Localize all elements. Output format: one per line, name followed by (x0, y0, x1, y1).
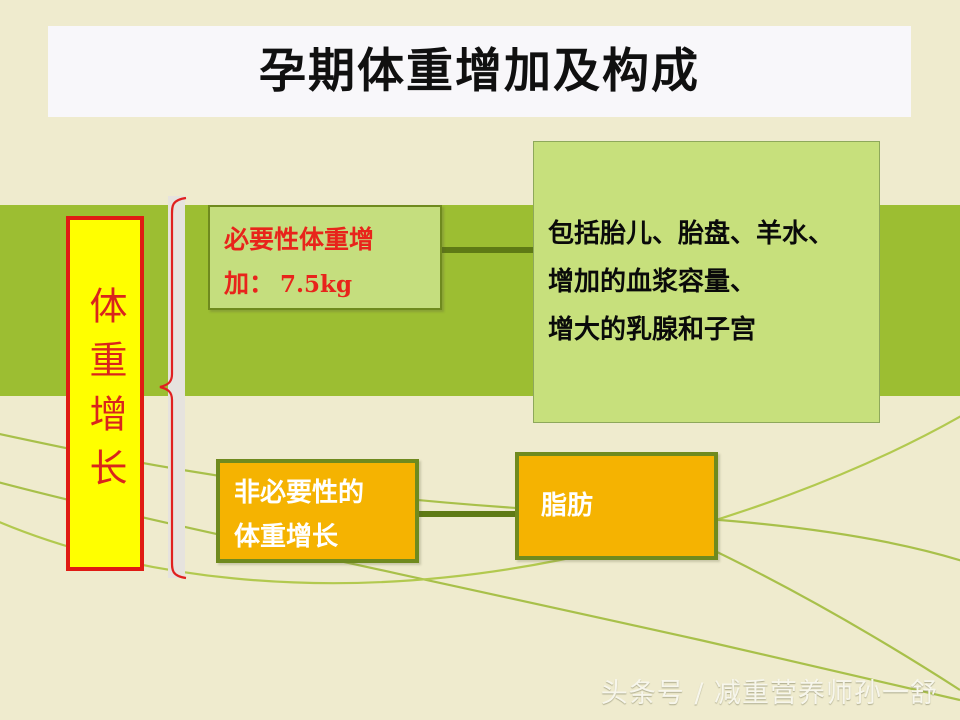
connector-necessary-to-detail (440, 247, 536, 253)
detail-necessary-components[interactable]: 包括胎儿、胎盘、羊水、 增加的血浆容量、 增大的乳腺和子宫 (533, 141, 880, 423)
branch-unnecessary-label-line2: 体重增长 (234, 522, 339, 552)
slide-title-box: 孕期体重增加及构成 (48, 26, 911, 117)
root-node-label: 体重增长 (83, 285, 127, 502)
connector-unnecessary-to-detail (417, 511, 517, 517)
branch-unnecessary-label-line1: 非必要性的 (234, 478, 365, 508)
detail-necessary-line2: 增加的血浆容量、 (548, 267, 757, 297)
branch-necessary-label-line2: 加：7.5kg (224, 262, 440, 307)
watermark-credit: 头条号 / 减重营养师孙一舒 (600, 678, 938, 709)
vertical-stripe-decoration (168, 196, 185, 578)
branch-unnecessary-weight-gain[interactable]: 非必要性的 体重增长 (216, 459, 419, 563)
detail-necessary-line3: 增大的乳腺和子宫 (548, 315, 757, 345)
branch-necessary-value: 7.5kg (280, 271, 353, 298)
branch-necessary-weight-gain[interactable]: 必要性体重增 加：7.5kg (208, 205, 442, 310)
detail-unnecessary-line1: 脂肪 (541, 491, 594, 521)
branch-necessary-label-prefix: 加： (224, 269, 275, 298)
detail-necessary-line1: 包括胎儿、胎盘、羊水、 (548, 219, 835, 249)
branch-necessary-label-line1: 必要性体重增 (224, 225, 375, 254)
root-node-weight-gain[interactable]: 体重增长 (66, 216, 144, 571)
detail-unnecessary-fat[interactable]: 脂肪 (515, 452, 718, 560)
page-title: 孕期体重增加及构成 (259, 44, 700, 99)
